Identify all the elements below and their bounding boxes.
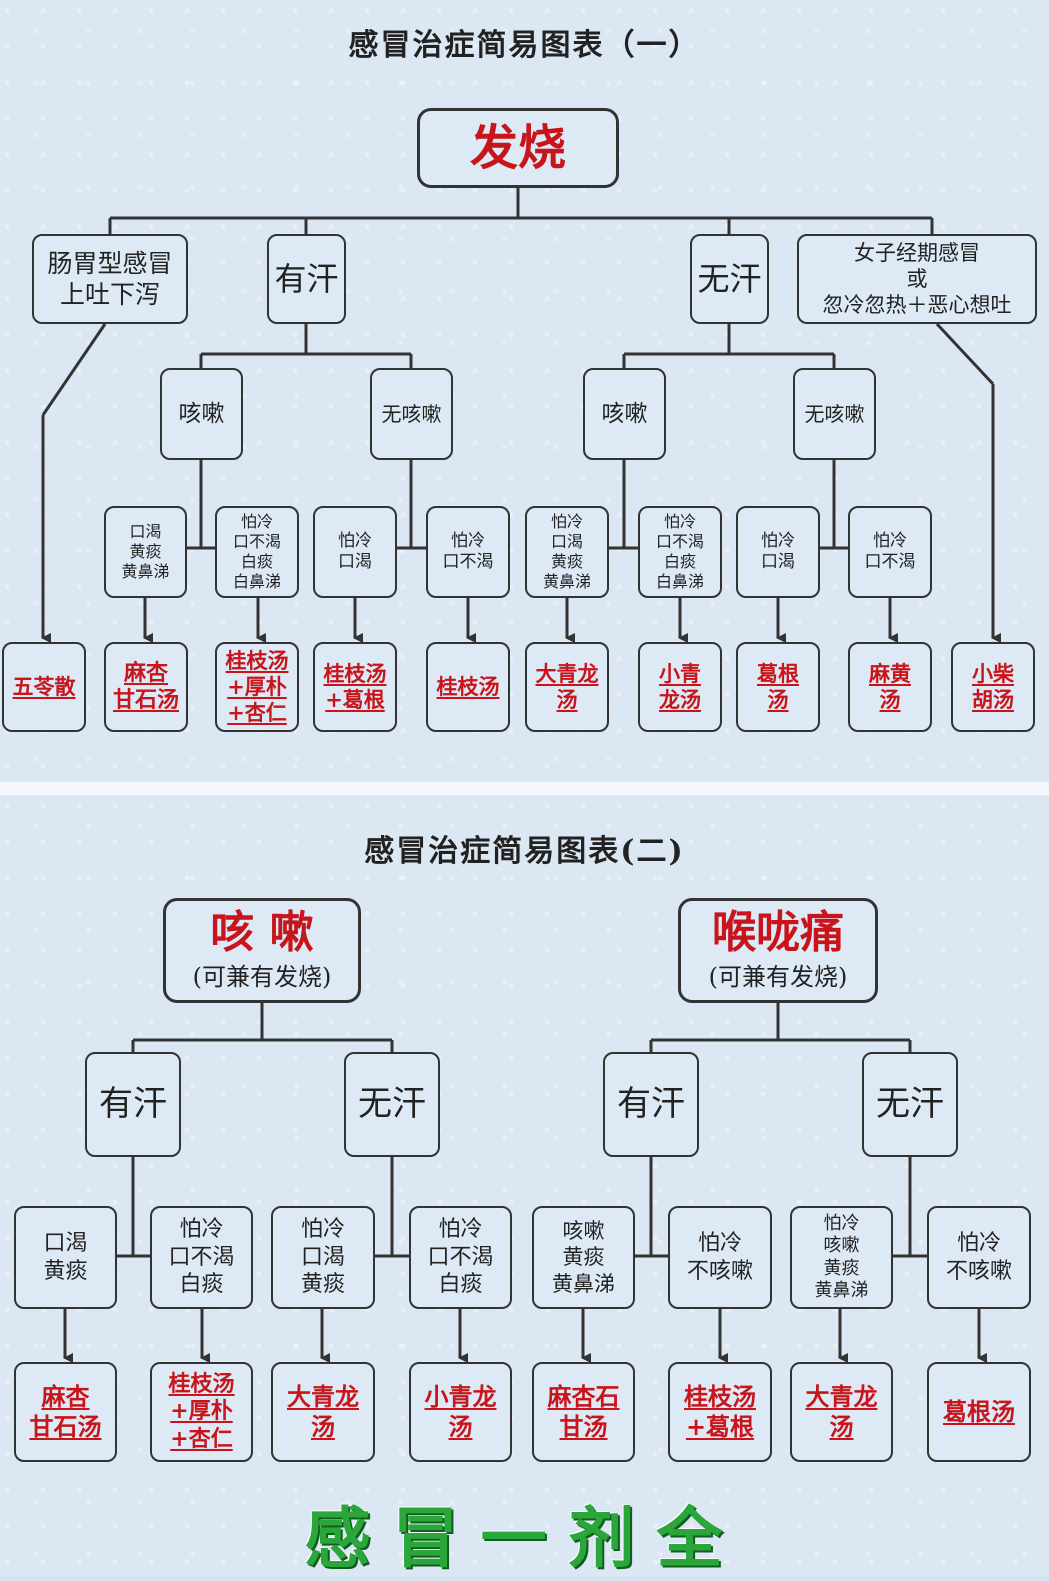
branch-women-period-cold: 女子经期感冒 或 忽冷忽热＋恶心想吐 (797, 234, 1037, 324)
remedy-box: 大青龙 汤 (525, 642, 609, 732)
branch-sweating: 有汗 (85, 1052, 181, 1157)
symptom-box: 怕冷 口不渴 白痰 (150, 1206, 253, 1309)
symptom-box: 口渴 黄痰 黄鼻涕 (104, 506, 187, 598)
branch-sweating: 有汗 (267, 234, 346, 324)
symptom-box: 怕冷 口不渴 白痰 白鼻涕 (215, 506, 299, 598)
root-sore-throat: 喉咙痛 (可兼有发烧) (678, 898, 878, 1003)
symptom-box: 怕冷 口不渴 白痰 (409, 1206, 512, 1309)
symptom-box: 怕冷 口不渴 (848, 506, 932, 598)
symptom-box: 怕冷 口不渴 (426, 506, 510, 598)
remedy-box: 小青 龙汤 (638, 642, 722, 732)
remedy-box: 小柴 胡汤 (951, 642, 1035, 732)
mid-nosweat-cough: 咳嗽 (583, 368, 666, 460)
branch-sweating: 有汗 (603, 1052, 699, 1157)
remedy-box: 葛根汤 (927, 1362, 1031, 1462)
remedy-box: 麻杏石 甘汤 (532, 1362, 635, 1462)
symptom-box: 怕冷 口渴 黄痰 黄鼻涕 (525, 506, 609, 598)
chart2-title: 感冒治症简易图表(二) (364, 834, 685, 869)
branch-no-sweating: 无汗 (690, 234, 769, 324)
remedy-box: 桂枝汤 +葛根 (668, 1362, 772, 1462)
remedy-box: 五苓散 (2, 642, 86, 732)
symptom-box: 怕冷 口渴 (313, 506, 397, 598)
remedy-box: 小青龙 汤 (409, 1362, 512, 1462)
symptom-box: 怕冷 口渴 黄痰 (271, 1206, 375, 1309)
root-sore-throat-label: 喉咙痛 (712, 907, 844, 959)
branch-no-sweating: 无汗 (862, 1052, 958, 1157)
mid-sweat-cough: 咳嗽 (160, 368, 243, 460)
symptom-box: 咳嗽 黄痰 黄鼻涕 (532, 1206, 635, 1309)
root-cough-label: 咳 嗽 (210, 907, 314, 959)
root-fever: 发烧 (417, 108, 619, 188)
footer-slogan: 感冒一剂全 (304, 1499, 745, 1577)
branch-gastro-cold: 肠胃型感冒 上吐下泻 (32, 234, 188, 324)
branch-no-sweating: 无汗 (344, 1052, 440, 1157)
panel-separator (0, 782, 1049, 795)
remedy-box: 桂枝汤 +厚朴 +杏仁 (150, 1362, 253, 1462)
remedy-box: 大青龙 汤 (790, 1362, 893, 1462)
mid-nosweat-no-cough: 无咳嗽 (793, 368, 876, 460)
remedy-box: 麻杏 甘石汤 (14, 1362, 117, 1462)
root-cough-note: (可兼有发烧) (192, 962, 332, 991)
remedy-box: 大青龙 汤 (271, 1362, 375, 1462)
root-sore-throat-note: (可兼有发烧) (708, 962, 848, 991)
remedy-box: 麻杏 甘石汤 (104, 642, 188, 732)
remedy-box: 葛根 汤 (736, 642, 820, 732)
remedy-box: 桂枝汤 +葛根 (313, 642, 397, 732)
symptom-box: 怕冷 不咳嗽 (668, 1206, 772, 1309)
symptom-box: 怕冷 口渴 (736, 506, 820, 598)
root-cough: 咳 嗽 (可兼有发烧) (163, 898, 361, 1003)
symptom-box: 怕冷 口不渴 白痰 白鼻涕 (638, 506, 722, 598)
chart1-title: 感冒治症简易图表（一） (348, 28, 701, 63)
symptom-box: 怕冷 咳嗽 黄痰 黄鼻涕 (790, 1206, 893, 1309)
symptom-box: 口渴 黄痰 (14, 1206, 117, 1309)
remedy-box: 麻黄 汤 (848, 642, 932, 732)
remedy-box: 桂枝汤 (426, 642, 510, 732)
remedy-box: 桂枝汤 +厚朴 +杏仁 (215, 642, 299, 732)
mid-sweat-no-cough: 无咳嗽 (370, 368, 453, 460)
symptom-box: 怕冷 不咳嗽 (927, 1206, 1031, 1309)
